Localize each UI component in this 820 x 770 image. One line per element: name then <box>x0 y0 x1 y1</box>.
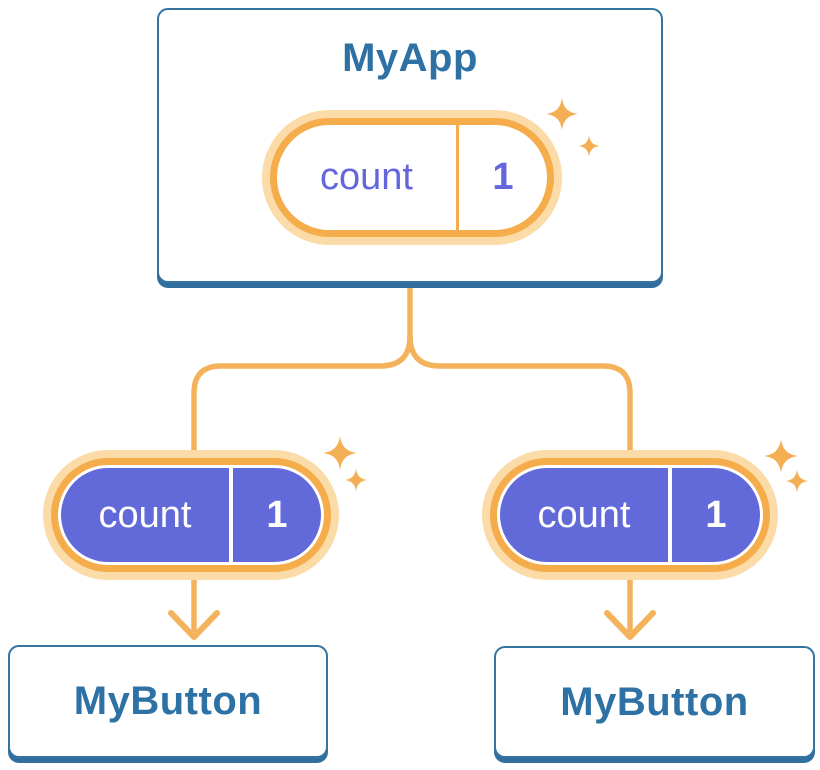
state-value-label: 1 <box>233 468 321 562</box>
left-child-state-pill: count 1 <box>43 450 339 580</box>
mybutton-card-right: MyButton <box>494 646 815 758</box>
pill-divider <box>668 468 672 562</box>
arrow-left-head-icon <box>168 610 220 640</box>
connector-branch-right <box>407 335 633 455</box>
connector-branch-left <box>191 335 413 455</box>
state-name-label: count <box>320 156 413 198</box>
component-title: MyButton <box>73 679 263 723</box>
pill-body: count 1 <box>490 458 770 572</box>
arrow-right-head-icon <box>604 610 656 640</box>
pill-divider <box>229 468 233 562</box>
component-title: MyApp <box>342 36 478 80</box>
component-title: MyButton <box>560 679 749 724</box>
pill-divider <box>456 125 459 230</box>
state-name-label: count <box>61 468 229 562</box>
mybutton-card-left: MyButton <box>8 645 328 758</box>
right-child-state-pill: count 1 <box>482 450 778 580</box>
pill-inner: count 1 <box>500 468 760 562</box>
state-value-label: 1 <box>492 156 514 198</box>
pill-body: count 1 <box>51 458 331 572</box>
state-name-label: count <box>500 468 668 562</box>
state-value-label: 1 <box>672 468 760 562</box>
pill-body: count 1 <box>270 118 554 237</box>
root-state-pill: count 1 <box>262 110 562 245</box>
pill-inner: count 1 <box>61 468 321 562</box>
